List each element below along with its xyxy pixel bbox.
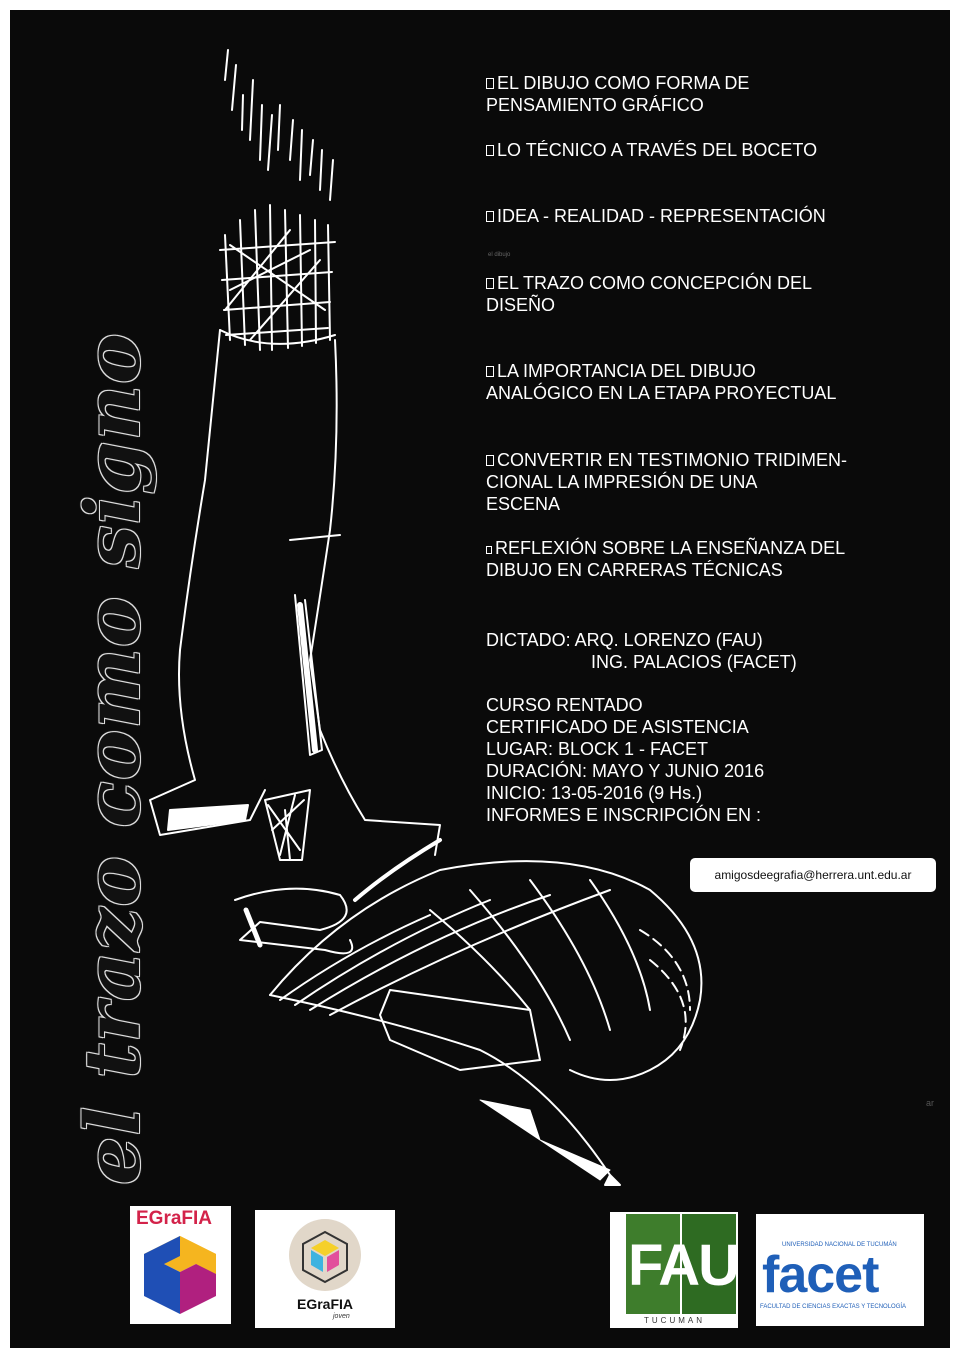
topic-item: IDEA - REALIDAD - REPRESENTACIÓN <box>486 205 906 227</box>
bullet-box-icon <box>486 546 492 554</box>
hand-sketch-illustration <box>149 49 703 1186</box>
topic-item: EL TRAZO COMO CONCEPCIÓN DEL DISEÑO <box>486 273 813 315</box>
bullet-box-icon <box>486 278 494 289</box>
bullet-box-icon <box>486 145 494 156</box>
tiny-note: el dibujo <box>488 252 511 258</box>
cube-sketch-icon <box>289 1219 361 1291</box>
course-details: CURSO RENTADO CERTIFICADO DE ASISTENCIA … <box>486 694 764 826</box>
detail-line: INICIO: 13-05-2016 (9 Hs.) <box>486 783 703 803</box>
detail-line: LUGAR: BLOCK 1 - FACET <box>486 739 709 759</box>
topic-item: LO TÉCNICO A TRAVÉS DEL BOCETO <box>486 139 906 161</box>
detail-line: CERTIFICADO DE ASISTENCIA <box>486 717 749 737</box>
vertical-title: el trazo como signo <box>68 332 157 1185</box>
bullet-box-icon <box>486 455 494 466</box>
topic-item: EL DIBUJO COMO FORMA DE PENSAMIENTO GRÁF… <box>486 73 750 115</box>
fau-logo: FAU TUCUMAN <box>610 1212 738 1328</box>
bullet-box-icon <box>486 78 494 89</box>
dictado-line-1: DICTADO: ARQ. LORENZO (FAU) <box>486 630 763 650</box>
poster-background: el trazo como signo EL DIBUJO COMO FORMA… <box>10 10 950 1348</box>
cube-icon <box>144 1236 216 1314</box>
egrafia-logo: EGraFIA <box>130 1206 231 1324</box>
detail-line: INFORMES E INSCRIPCIÓN EN : <box>486 805 762 825</box>
contact-email[interactable]: amigosdeegrafia@herrera.unt.edu.ar <box>690 858 936 892</box>
fau-mark-icon <box>626 1214 736 1314</box>
detail-line: CURSO RENTADO <box>486 695 643 715</box>
tiny-ar: ar <box>926 1098 935 1108</box>
topic-item: CONVERTIR EN TESTIMONIO TRIDIMEN- CIONAL… <box>486 450 848 514</box>
topic-item: REFLEXIÓN SOBRE LA ENSEÑANZA DEL DIBUJO … <box>486 538 846 580</box>
topic-item: LA IMPORTANCIA DEL DIBUJO ANALÓGICO EN L… <box>486 361 837 403</box>
facet-logo: UNIVERSIDAD NACIONAL DE TUCUMÁN facet FA… <box>756 1214 924 1326</box>
dictado-block: DICTADO: ARQ. LORENZO (FAU) ING. PALACIO… <box>486 629 797 673</box>
egrafia-joven-logo: EGraFIA joven <box>255 1210 395 1328</box>
detail-line: DURACIÓN: MAYO Y JUNIO 2016 <box>486 761 765 781</box>
dictado-line-2: ING. PALACIOS (FACET) <box>591 652 797 672</box>
bullet-box-icon <box>486 211 494 222</box>
bullet-box-icon <box>486 366 494 377</box>
